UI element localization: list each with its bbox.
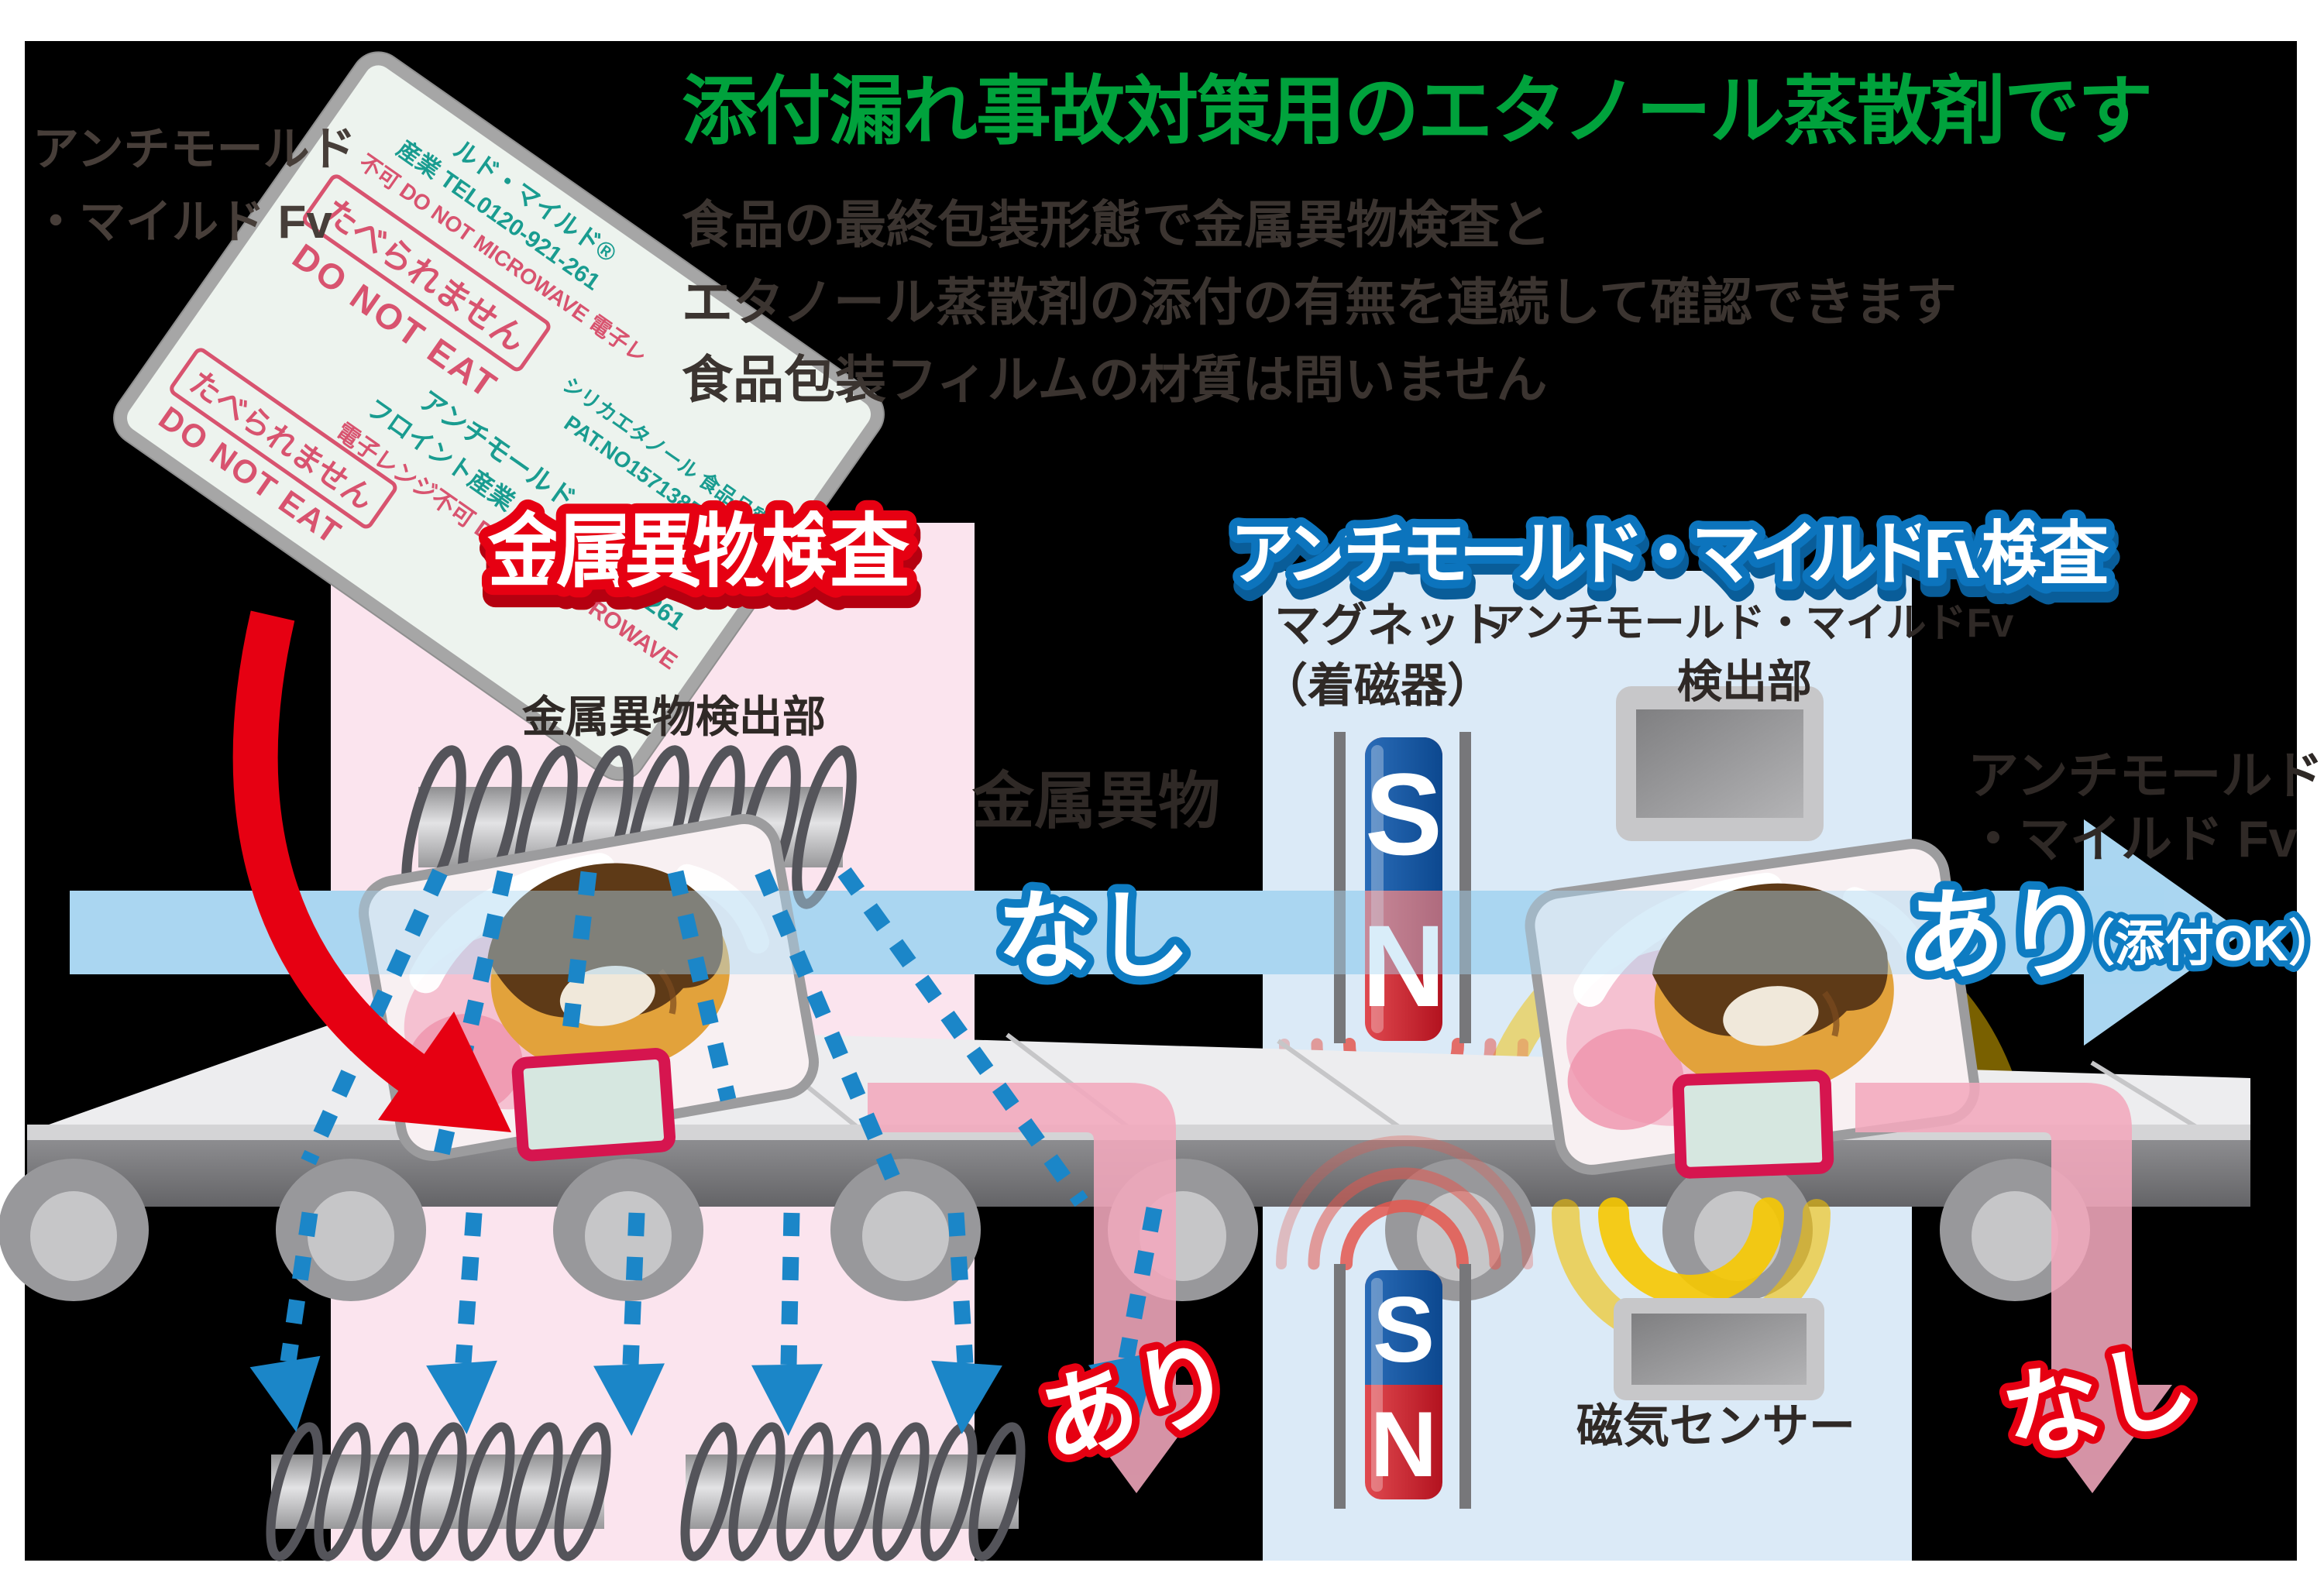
metal-result-reject-label: あり [1029,1324,1243,1479]
magnet-pole-s-label: S [1365,749,1442,879]
magnet-pole-s-label: S [1373,1278,1435,1382]
receiver-coil-left [266,1422,611,1561]
ray-arrowheads [249,1351,1159,1436]
product-photo-label-line1: アンチモールド [33,123,356,175]
fv-detector-label-line2: 検出部 [1677,657,1812,707]
headline-body-line1: 食品の最終包装形態で金属異物検査と [682,196,1551,253]
headline-title: 添付漏れ事故対策用のエタノール蒸散剤です [682,69,2153,153]
fv-result-pass-label: あり [1906,881,2104,991]
receiver-coil-right [680,1422,1026,1561]
fv-detector-label-line1: アンチモールド・マイルドFv [1485,601,2014,646]
magnet-pole-n-label: N [1370,1393,1438,1496]
fv-inspection-badge-shadow: アンチモールド・マイルドFv検査 [1232,525,2112,603]
metal-result-pass-label: なし [997,883,1191,991]
product-photo-label-line2: ・マイルド Fv [33,196,332,248]
metal-inspection-badge-shadow: 金属異物検査 [490,518,913,608]
fv-substance-label-line2: ・マイルド Fv [1968,810,2298,867]
magnetic-sensor-magnet: S N [1276,1135,1533,1509]
flow-band-tint [70,819,2243,1046]
fv-detector-box [1616,686,1824,841]
fv-inspection-badge: アンチモールド・マイルドFv検査 [1230,516,2109,593]
reject-arrow-metal [868,1083,1216,1493]
sensor-field-arcs-red [1276,1135,1533,1270]
metal-detector-rays [301,867,1088,1207]
magnetic-sensor-box [1614,1298,1824,1400]
headline-body-line3: 食品包装フィルムの材質は問いません [682,351,1548,408]
fv-result-reject-label: なし [1994,1329,2205,1475]
metal-inspection-badge: 金属異物検査 [487,507,910,597]
magnetic-sensor-label: 磁気センサー [1576,1400,1855,1452]
headline-body-line2: エタノール蒸散剤の添付の有無を連続して確認できます [682,273,1958,331]
metal-detector-label: 金属異物検出部 [521,692,826,741]
fv-substance-label-line1: アンチモールド [1968,747,2323,804]
red-pointer-arrow [232,610,511,1132]
headline-body: 食品の最終包装形態で金属異物検査と エタノール蒸散剤の添付の有無を連続して確認で… [682,186,1957,418]
reject-arrow-fv [1855,1083,2172,1493]
magnet-label-line1: マグネット [1274,599,1507,651]
magnet-pole-n-label: N [1362,901,1446,1031]
fv-result-pass-note: （添付OK） [2065,915,2324,971]
magnet-label-line2: （着磁器） [1261,660,1494,712]
receiver-rays-with-arrowheads [249,1207,1163,1436]
product-photo-label: アンチモールド ・マイルド Fv [33,113,356,259]
metal-substance-label: 金属異物 [971,767,1220,836]
